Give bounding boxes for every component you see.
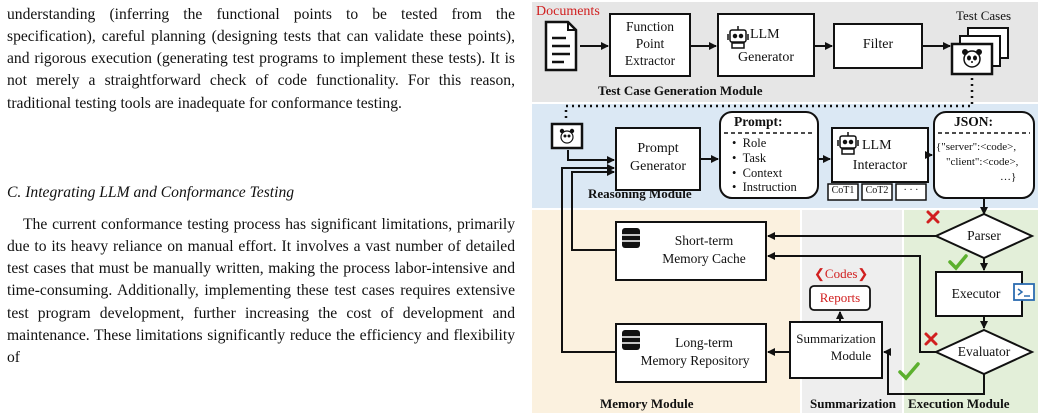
robot-icon-generator <box>727 26 749 49</box>
ellipsis-label: · · · <box>903 185 919 196</box>
dotted-connector <box>564 78 974 120</box>
test-case-icon <box>550 122 584 150</box>
panda-icon <box>962 49 982 68</box>
summarization-module-box <box>789 321 883 379</box>
executor-label: Executor <box>951 286 1001 301</box>
short-term-memory-label: Short-term Memory Cache <box>662 233 746 266</box>
paragraph-top: understanding (inferring the functional … <box>7 6 515 112</box>
function-point-extractor-box <box>609 13 691 77</box>
summarization-label: Summarization <box>810 396 896 411</box>
cot2-label: CoT2 <box>865 185 889 196</box>
filter-label: Filter <box>862 37 894 52</box>
short-term-memory-box <box>615 221 767 281</box>
parser-label: Parser <box>967 228 1001 243</box>
json-content: {"server":<code>, "client":<code>, …} <box>936 141 1019 183</box>
test-case-generation-module-label: Test Case Generation Module <box>598 83 763 98</box>
memory-module-label: Memory Module <box>600 396 694 411</box>
ellipsis-tag <box>895 183 927 201</box>
figure-graphics <box>532 2 1038 413</box>
documents-label: Documents <box>536 4 600 19</box>
cot2-tag <box>861 183 893 201</box>
cot1-label: CoT1 <box>831 185 855 196</box>
long-term-memory-label: Long-term Memory Repository <box>640 335 750 368</box>
prompt-items-list: • Role • Task • Context • Instruction <box>732 136 797 195</box>
llm-interactor-box <box>831 127 929 183</box>
check-icon-evaluator <box>898 362 920 381</box>
terminal-icon <box>1013 283 1035 301</box>
llm-interactor-label-interactor: Interactor <box>852 158 908 173</box>
prompt-generator-label: Prompt Generator <box>630 141 686 174</box>
paragraph-bottom: The current conformance testing process … <box>7 216 515 366</box>
check-icon-parser <box>948 254 968 271</box>
prompt-box <box>719 111 819 199</box>
document-icon <box>544 20 578 72</box>
summarization-module-label: Summarization Module <box>796 331 876 363</box>
architecture-figure: Documents Function Point Extractor LLM G… <box>528 0 1042 415</box>
prompt-title: Prompt: <box>734 114 783 129</box>
execution-module-label: Execution Module <box>908 396 1010 411</box>
codes-label: ❮Codes❯ <box>814 266 869 281</box>
llm-interactor-label-llm: LLM <box>862 138 892 153</box>
llm-generator-label-generator: Generator <box>738 50 794 65</box>
long-term-memory-box <box>615 323 767 383</box>
database-icon-short <box>622 228 640 248</box>
filter-box <box>833 23 923 69</box>
test-cases-label: Test Cases <box>956 8 1012 23</box>
cot1-tag <box>827 183 859 201</box>
cross-icon-evaluator <box>924 332 938 346</box>
robot-icon-interactor <box>837 132 859 155</box>
cross-icon-parser <box>926 210 940 224</box>
reasoning-module-label: Reasoning Module <box>588 186 692 201</box>
function-point-extractor-label: Function Point Extractor <box>624 19 676 68</box>
section-heading: C. Integrating LLM and Conformance Testi… <box>7 184 295 201</box>
reports-label: Reports <box>819 290 861 305</box>
json-title: JSON: <box>954 114 994 129</box>
summarization-region <box>802 210 902 413</box>
reports-box <box>809 285 871 311</box>
evaluator-label: Evaluator <box>957 344 1011 359</box>
executor-box <box>935 271 1023 317</box>
database-icon-long <box>622 330 640 350</box>
llm-generator-label-llm: LLM <box>750 27 780 42</box>
